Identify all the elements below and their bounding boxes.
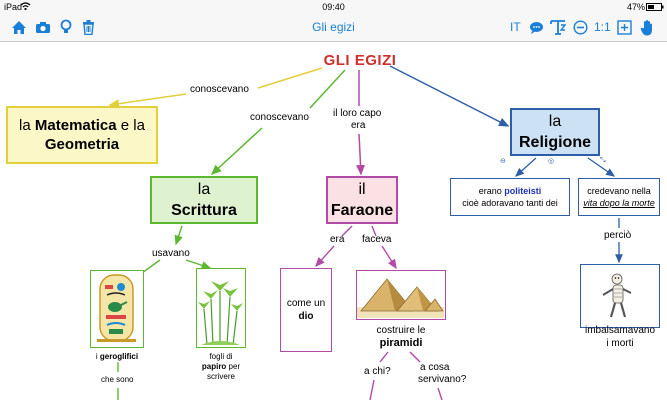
zoom-level[interactable]: 1:1 — [594, 20, 611, 34]
node-text-bold: politeisti — [504, 186, 542, 196]
node-faraone[interactable]: il Faraone — [326, 176, 398, 224]
node-text: erano politeisti — [479, 185, 542, 197]
papiro-label: fogli di papiro per scrivere — [186, 352, 256, 382]
mummy-image[interactable] — [580, 264, 660, 328]
link-label-che-sono: che sono — [101, 375, 134, 384]
node-text-pre: fogli di — [209, 352, 233, 361]
link-label-percio: perciò — [604, 230, 632, 241]
node-text-mid: e la — [116, 117, 145, 134]
node-text-post: scrivere — [206, 372, 235, 381]
trash-icon[interactable] — [79, 18, 97, 36]
link-label-usavano: usavano — [152, 248, 190, 259]
concept-map-canvas[interactable]: GLI EGIZI conoscevano conoscevano il lor… — [0, 42, 667, 400]
link-label-conoscevano: conoscevano — [190, 84, 249, 95]
node-text-line: i morti — [606, 338, 634, 349]
toolbar: Gli egizi IT 1:1 — [0, 14, 667, 42]
node-politeisti[interactable]: erano politeisti cioè adoravano tanti de… — [450, 178, 570, 216]
node-text-pre: la — [197, 181, 211, 198]
link-label-conoscevano: conoscevano — [250, 112, 309, 123]
handle-icon[interactable]: ⊖ — [500, 158, 506, 165]
link-label-faceva: faceva — [362, 234, 392, 245]
language-button[interactable]: IT — [510, 20, 521, 34]
clock: 09:40 — [322, 2, 345, 12]
node-matematica-geometria[interactable]: la Matematica e la Geometria — [6, 106, 158, 164]
node-text-pre: il — [358, 181, 366, 198]
node-text-post: cioè adoravano tanti dei — [462, 198, 558, 208]
handle-icon[interactable]: ◎ — [548, 158, 555, 165]
node-text-line: imbalsamavano — [584, 325, 656, 336]
hand-icon[interactable] — [638, 18, 656, 36]
node-text-bold: piramidi — [379, 337, 423, 349]
node-text-bold: Scrittura — [171, 202, 237, 219]
zoom-out-icon[interactable] — [571, 18, 589, 36]
node-text-post: per — [226, 362, 241, 371]
link-label-era: era — [351, 120, 366, 131]
link-label-a-chi: a chi? — [364, 366, 391, 377]
hieroglyph-cartouche-image[interactable] — [90, 270, 144, 348]
node-text-bold: Religione — [518, 134, 591, 151]
lightbulb-icon[interactable] — [57, 18, 75, 36]
wifi-icon — [20, 1, 31, 13]
speech-bubble-icon[interactable] — [527, 18, 545, 36]
battery-level: 47% — [627, 2, 646, 12]
node-text-bold: Faraone — [330, 202, 394, 219]
battery-icon — [646, 3, 664, 13]
node-piramidi[interactable]: costruire le piramidi — [346, 322, 456, 352]
imbalsamavano-label: imbalsamavano i morti — [580, 324, 660, 350]
link-label-a-cosa: a cosa — [420, 362, 450, 373]
node-text-pre: erano — [478, 186, 505, 196]
node-text-bold: Geometria — [44, 136, 120, 153]
node-text-italic: vita dopo la morte — [583, 198, 655, 208]
handle-icon[interactable]: ⤡ — [600, 157, 606, 164]
node-text-pre: i — [95, 352, 100, 361]
device-name: iPad — [4, 2, 23, 12]
root-title[interactable]: GLI EGIZI — [323, 52, 397, 69]
status-bar: iPad 09:40 47% — [0, 0, 667, 14]
node-text-bold: papiro — [201, 362, 227, 371]
node-text-pre: come un — [286, 298, 326, 309]
node-text: papiro per — [186, 362, 256, 372]
link-label-il-loro-capo: il loro capo — [333, 108, 382, 119]
node-text-pre: costruire le — [376, 325, 426, 336]
node-text-bold: dio — [298, 311, 314, 322]
node-text-pre: credevano nella — [587, 186, 651, 196]
node-vita-dopo-la-morte[interactable]: credevano nella vita dopo la morte — [578, 178, 660, 216]
node-text: la Matematica e la Geometria — [8, 116, 156, 154]
fit-screen-icon[interactable] — [615, 18, 633, 36]
node-text-bold: geroglifici — [99, 352, 139, 361]
text-format-icon[interactable] — [549, 18, 567, 36]
node-text-bold: Matematica — [34, 117, 117, 134]
pyramids-image[interactable] — [356, 270, 446, 320]
papyrus-plant-image[interactable] — [196, 268, 246, 348]
node-scrittura[interactable]: la Scrittura — [150, 176, 258, 224]
camera-icon[interactable] — [34, 18, 52, 36]
home-icon[interactable] — [10, 18, 28, 36]
node-text-pre: la — [19, 117, 35, 134]
link-label-era: era — [330, 234, 345, 245]
node-come-un-dio[interactable]: come un dio — [280, 268, 332, 352]
node-text-pre: la — [548, 113, 562, 130]
link-label-servivano: servivano? — [418, 374, 467, 385]
node-religione[interactable]: la Religione — [510, 108, 600, 156]
geroglifici-label: i geroglifici — [84, 352, 150, 362]
